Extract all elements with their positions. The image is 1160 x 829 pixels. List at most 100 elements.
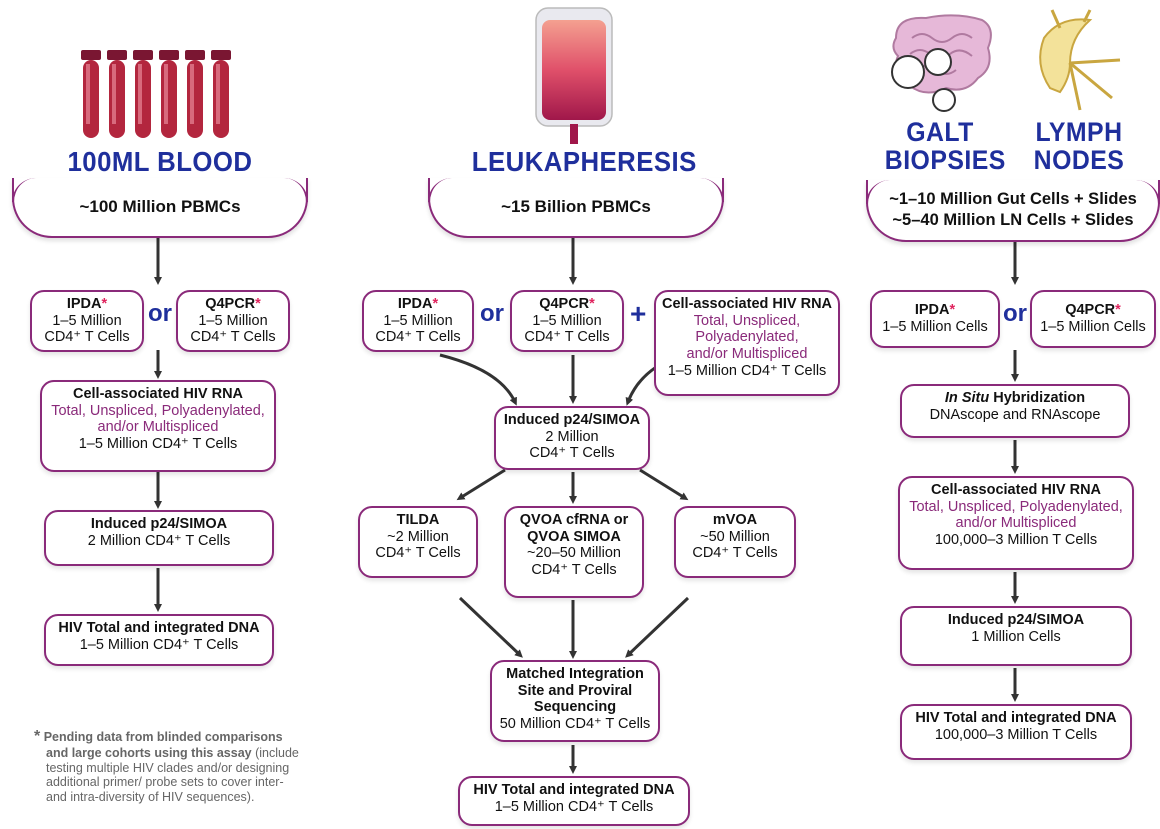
left-dna-n: 1–5 Million CD4⁺ T Cells (79, 636, 239, 653)
footnote-bold2: and large cohorts using this assay (46, 746, 252, 761)
right-q4pcr-n: 1–5 Million Cells (1040, 318, 1146, 335)
center-qvoa-l1: ~20–50 Million (527, 545, 621, 562)
left-ipda-l2: CD4⁺ T Cells (44, 329, 130, 346)
footnote-rest4: and intra-diversity of HIV sequences). (46, 789, 255, 804)
center-rna-n: 1–5 Million CD4⁺ T Cells (667, 362, 827, 379)
center-dna-box: HIV Total and integrated DNA 1–5 Million… (458, 776, 690, 826)
right-rna-n: 100,000–3 Million T Cells (934, 532, 1098, 549)
galt-heading: GALT BIOPSIES (884, 118, 1006, 176)
footnote-star: * (34, 728, 41, 745)
left-ipda-l1: 1–5 Million (52, 312, 122, 329)
right-ish-title-rest: Hybridization (989, 390, 1086, 406)
arrow-center-mvoa-mis (625, 596, 690, 658)
left-dna-box: HIV Total and integrated DNA 1–5 Million… (44, 614, 274, 666)
left-q4pcr-box: Q4PCR* 1–5 Million CD4⁺ T Cells (176, 290, 290, 352)
center-q4pcr-star: * (589, 296, 595, 312)
center-mis-box: Matched Integration Site and Proviral Se… (490, 660, 660, 742)
left-q4pcr-star: * (255, 296, 261, 312)
center-mis-title2: Site and Proviral (517, 682, 633, 699)
left-q4pcr-l2: CD4⁺ T Cells (190, 329, 276, 346)
left-p24-box: Induced p24/SIMOA 2 Million CD4⁺ T Cells (44, 510, 274, 566)
left-ipda-star: * (101, 296, 108, 312)
center-tilda-l2: CD4⁺ T Cells (375, 545, 461, 562)
center-tilda-box: TILDA ~2 Million CD4⁺ T Cells (358, 506, 478, 578)
intestine-icon (891, 14, 992, 112)
center-rna-p1: Total, Unspliced, (693, 312, 801, 329)
right-rna-box: Cell-associated HIV RNA Total, Unspliced… (898, 476, 1134, 570)
center-q4pcr-title: Q4PCR (539, 296, 590, 312)
left-rna-p2: and/or Multispliced (97, 419, 219, 436)
footnote: * Pending data from blinded comparisons … (34, 728, 324, 804)
right-source-line1: ~1–10 Million Gut Cells + Slides (889, 190, 1137, 209)
center-mvoa-l2: CD4⁺ T Cells (692, 545, 778, 562)
center-rna-p3: and/or Multispliced (686, 346, 808, 363)
center-qvoa-title2: QVOA SIMOA (527, 528, 621, 545)
center-source: ~15 Billion PBMCs (428, 178, 724, 238)
arrow-center-mvoa (639, 468, 689, 501)
left-q4pcr-title: Q4PCR (205, 296, 256, 312)
center-rna-p2: Polyadenylated, (695, 329, 799, 346)
right-q4pcr-title: Q4PCR (1065, 302, 1116, 318)
right-or: or (1003, 300, 1027, 327)
right-rna-p2: and/or Multispliced (955, 515, 1077, 532)
center-dna-n: 1–5 Million CD4⁺ T Cells (494, 798, 654, 815)
center-p24-title: Induced p24/SIMOA (503, 412, 641, 428)
lymph-heading-line1: LYMPH (1035, 117, 1123, 147)
center-mvoa-l1: ~50 Million (700, 528, 770, 545)
blood-bag-icon (535, 7, 613, 144)
center-ipda-star: * (432, 296, 439, 312)
blood-tubes-icon (81, 50, 231, 138)
lymph-heading-line2: NODES (1033, 145, 1125, 176)
center-mvoa-title: mVOA (712, 512, 758, 528)
right-ipda-star: * (949, 302, 956, 318)
center-ipda-box: IPDA* 1–5 Million CD4⁺ T Cells (362, 290, 474, 352)
right-source-line2: ~5–40 Million LN Cells + Slides (892, 211, 1134, 229)
right-ipda-box: IPDA* 1–5 Million Cells (870, 290, 1000, 348)
center-plus: + (630, 298, 647, 329)
center-qvoa-title1: QVOA cfRNA or (519, 512, 629, 528)
left-rna-p1: Total, Unspliced, Polyadenylated, (51, 402, 265, 419)
right-p24-title: Induced p24/SIMOA (947, 612, 1085, 628)
center-rna-title: Cell-associated HIV RNA (661, 296, 833, 312)
left-ipda-title: IPDA (66, 296, 102, 312)
right-dna-n: 100,000–3 Million T Cells (934, 726, 1098, 743)
arrow-center-tilda (456, 468, 506, 501)
center-ipda-l2: CD4⁺ T Cells (375, 329, 461, 346)
footnote-rest1: (include (251, 746, 299, 761)
left-dna-title: HIV Total and integrated DNA (58, 620, 260, 636)
left-p24-title: Induced p24/SIMOA (90, 516, 228, 532)
center-mis-n: 50 Million CD4⁺ T Cells (499, 716, 651, 733)
right-ish-title-italic: In Situ (944, 390, 990, 406)
center-source-text: ~15 Billion PBMCs (501, 197, 651, 217)
right-dna-title: HIV Total and integrated DNA (915, 710, 1117, 726)
right-dna-box: HIV Total and integrated DNA 100,000–3 M… (900, 704, 1132, 760)
lymph-heading: LYMPH NODES (1028, 118, 1129, 175)
left-source-text: ~100 Million PBMCs (79, 197, 241, 217)
center-or: or (480, 300, 504, 327)
right-ish-box: In Situ Hybridization DNAscope and RNAsc… (900, 384, 1130, 438)
center-mis-title1: Matched Integration (506, 666, 644, 682)
right-ish-n: DNAscope and RNAscope (929, 406, 1101, 423)
center-dna-title: HIV Total and integrated DNA (473, 782, 675, 798)
right-ipda-title: IPDA (914, 302, 950, 318)
right-ipda-n: 1–5 Million Cells (882, 318, 988, 335)
center-tilda-title: TILDA (396, 512, 440, 528)
right-p24-box: Induced p24/SIMOA 1 Million Cells (900, 606, 1132, 666)
left-p24-n: 2 Million CD4⁺ T Cells (87, 532, 231, 549)
galt-heading-line2: BIOPSIES (884, 145, 1006, 176)
arrow-center-tilda-mis (458, 596, 523, 658)
center-q4pcr-box: Q4PCR* 1–5 Million CD4⁺ T Cells (510, 290, 624, 352)
center-mis-title3: Sequencing (533, 699, 617, 716)
left-rna-box: Cell-associated HIV RNA Total, Unspliced… (40, 380, 276, 472)
center-q4pcr-l1: 1–5 Million (532, 312, 602, 329)
lymph-node-icon (1039, 9, 1121, 111)
center-p24-l2: CD4⁺ T Cells (529, 445, 615, 462)
right-q4pcr-box: Q4PCR* 1–5 Million Cells (1030, 290, 1156, 348)
center-qvoa-l2: CD4⁺ T Cells (531, 562, 617, 579)
center-ipda-title: IPDA (397, 296, 433, 312)
footnote-rest2: testing multiple HIV clades and/or desig… (46, 760, 290, 775)
right-rna-title: Cell-associated HIV RNA (930, 482, 1102, 498)
center-mvoa-box: mVOA ~50 Million CD4⁺ T Cells (674, 506, 796, 578)
left-q4pcr-l1: 1–5 Million (198, 312, 268, 329)
